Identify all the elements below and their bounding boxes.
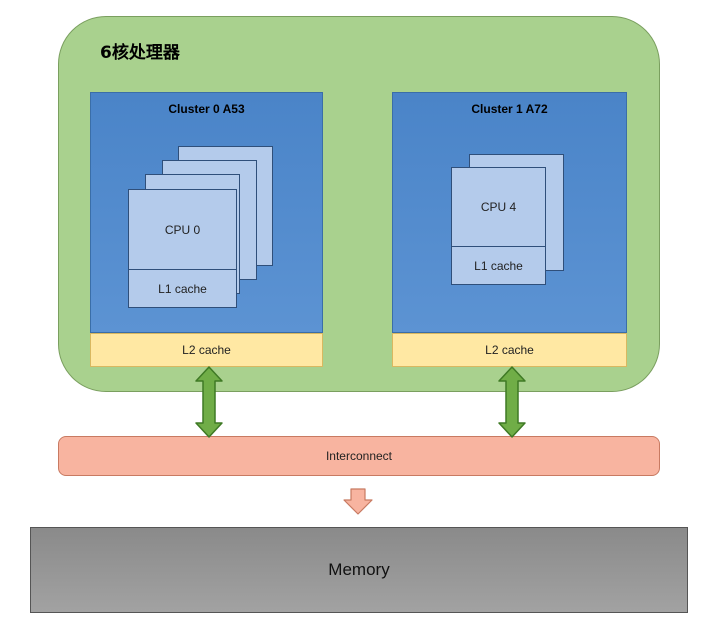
processor-title: 6核处理器: [100, 43, 180, 63]
cluster-0-bus-arrow: [195, 366, 223, 438]
cluster-0-l2-cache: L2 cache: [90, 333, 323, 367]
interconnect-bus: Interconnect: [58, 436, 660, 476]
cpu-4-l1-cache: L1 cache: [452, 246, 545, 285]
cluster-1-bus-arrow: [498, 366, 526, 438]
cluster-0-cpu-card-front: CPU 0 L1 cache: [128, 189, 237, 308]
cluster-0-title: Cluster 0 A53: [168, 102, 245, 116]
cpu-4-label: CPU 4: [480, 200, 517, 214]
interconnect-memory-arrow: [343, 488, 373, 515]
cluster-1-title: Cluster 1 A72: [471, 102, 548, 116]
cpu-0-label: CPU 0: [164, 222, 201, 237]
cpu-0-l1-cache: L1 cache: [129, 269, 236, 308]
cluster-1-cpu-card-front: CPU 4 L1 cache: [451, 167, 546, 285]
memory-block: Memory: [30, 527, 688, 613]
cluster-1-l2-cache: L2 cache: [392, 333, 627, 367]
